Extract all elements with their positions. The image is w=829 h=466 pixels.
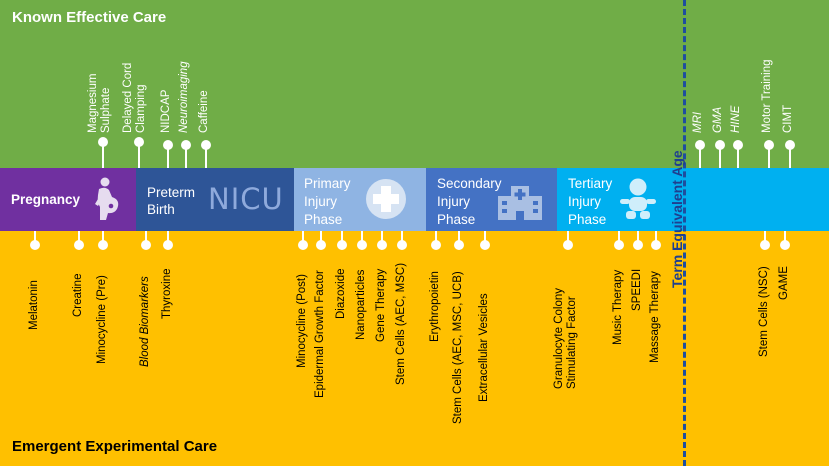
nidcap-label: NIDCAP [160,89,172,133]
caffeine-label: Caffeine [198,90,210,133]
preterm-label-line1: Preterm [147,185,196,200]
primary-label-line2: Injury [304,194,338,209]
blood-biomarkers-label: Blood Biomarkers [139,276,151,367]
gcsf-line2: Stimulating Factor [566,296,578,389]
post-term-segment [683,168,829,231]
mri-label: MRI [692,111,704,133]
term-equivalent-age-divider [683,0,686,466]
primary-injury-segment: Primary Injury Phase [294,168,426,231]
extracellular-vesicles-label: Extracellular Vesicles [478,293,490,402]
thyroxine-label: Thyroxine [161,268,173,320]
stem-cells-aec-msc-ucb-label: Stem Cells (AEC, MSC, UCB) [452,271,464,424]
massage-therapy-label: Massage Therapy [649,271,661,363]
known-care-heading: Known Effective Care [12,9,167,26]
speedi-label: SPEEDI [631,268,643,311]
egf-label: Epidermal Growth Factor [314,270,326,398]
secondary-label-line2: Injury [437,194,471,209]
gene-therapy-label: Gene Therapy [375,268,387,342]
minocycline-post-label: Minocycline (Post) [296,274,308,368]
tertiary-label-line1: Tertiary [568,176,613,191]
stem-cells-aec-msc-label: Stem Cells (AEC, MSC) [395,262,407,385]
medical-cross-icon [366,179,406,219]
baby-icon [620,178,656,219]
hine-label: HINE [730,105,742,133]
erythropoietin-label: Erythropoietin [429,271,441,342]
music-therapy-label: Music Therapy [612,269,624,345]
pregnancy-segment: Pregnancy [0,168,136,231]
secondary-injury-segment: Secondary Injury Phase [426,168,557,231]
melatonin-label: Melatonin [28,280,40,330]
tertiary-label-line2: Injury [568,194,602,209]
magnesium-line1: Magnesium [87,73,99,133]
secondary-label-line3: Phase [437,212,476,227]
primary-label-line1: Primary [304,176,351,191]
tertiary-label-line3: Phase [568,212,607,227]
cimt-label: CIMT [782,104,794,133]
pregnant-woman-icon [95,177,119,220]
secondary-label-line1: Secondary [437,176,502,191]
creatine-label: Creatine [72,273,84,317]
game-label: GAME [778,266,790,300]
gma-label: GMA [712,106,724,133]
primary-label-line3: Phase [304,212,343,227]
motor-training-label: Motor Training [761,59,773,133]
preterm-birth-segment: Preterm Birth NICU [136,168,294,231]
term-equivalent-age-label: Term Equivalent Age [669,150,685,288]
stem-cells-nsc-label: Stem Cells (NSC) [758,266,770,357]
cord-line1: Delayed Cord [122,62,134,133]
hospital-icon [498,186,542,220]
gcsf-line1: Granulocyte Colony [553,288,565,389]
emergent-experimental-care-band [0,231,829,466]
preterm-label-line2: Birth [147,202,175,217]
cord-line2: Clamping [135,84,147,133]
magnesium-line2: Sulphate [100,87,112,133]
nanoparticles-label: Nanoparticles [355,269,367,340]
nicu-label: NICU [208,182,284,216]
tertiary-injury-segment: Tertiary Injury Phase [557,168,683,231]
diazoxide-label: Diazoxide [335,268,347,320]
pregnancy-label: Pregnancy [11,192,81,207]
minocycline-pre-label: Minocycline (Pre) [96,275,108,364]
emergent-care-heading: Emergent Experimental Care [12,438,218,455]
neuroimaging-label: Neuroimaging [178,61,190,133]
